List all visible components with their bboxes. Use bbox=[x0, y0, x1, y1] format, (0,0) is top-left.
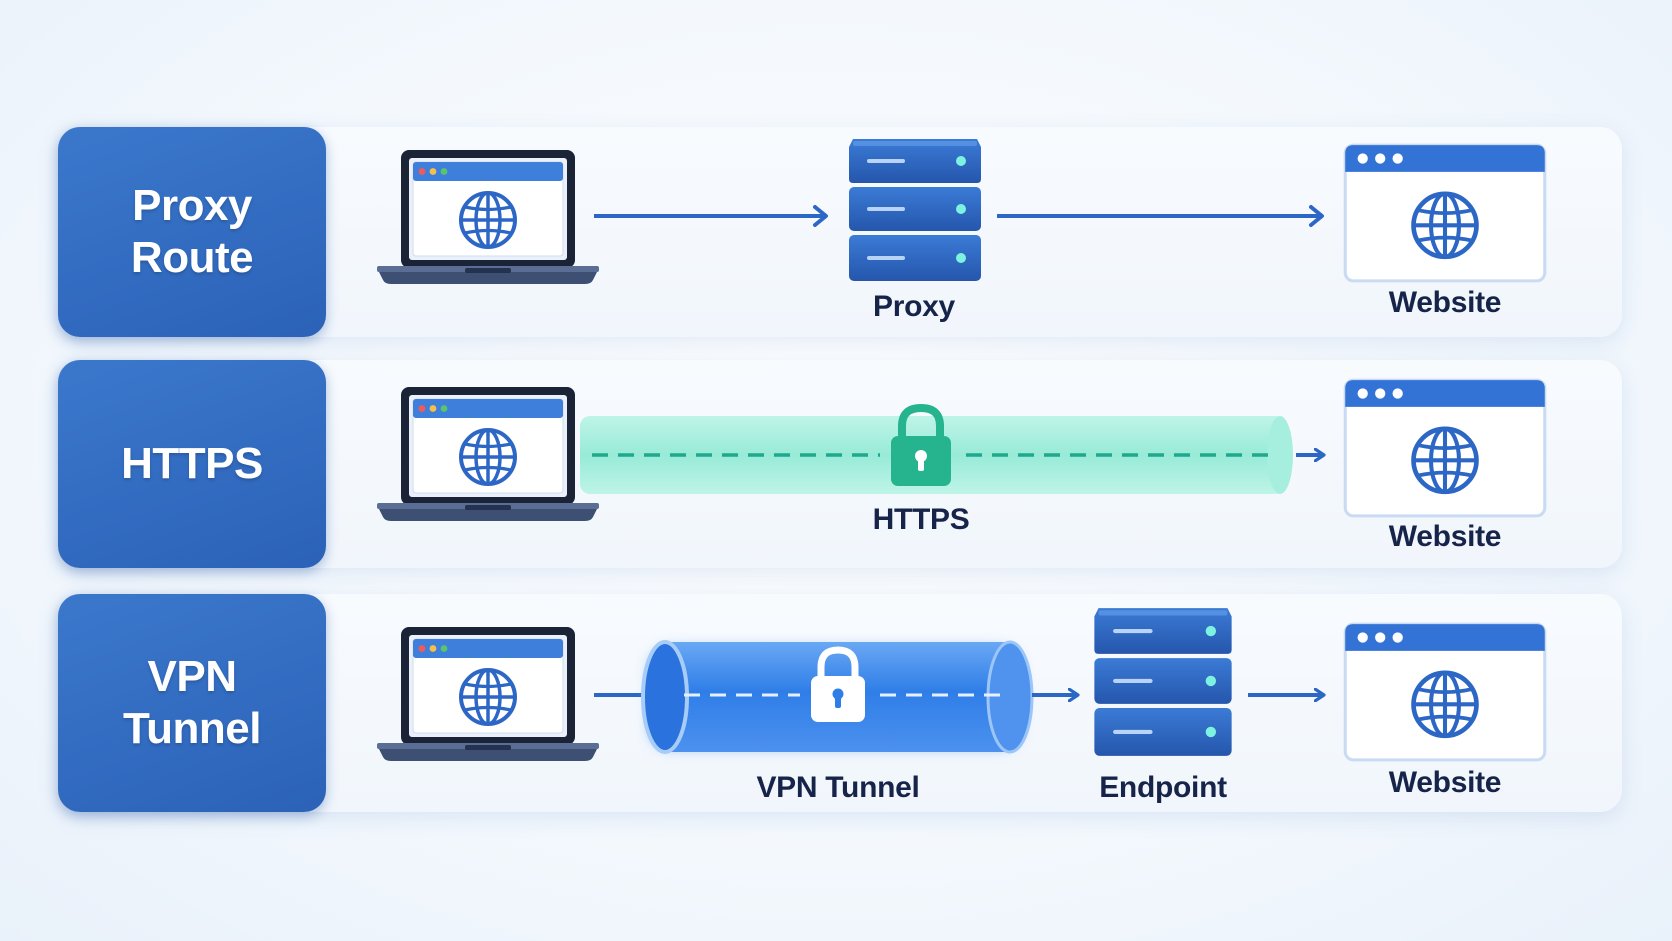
server-icon bbox=[1094, 608, 1232, 756]
https-caption: HTTPS bbox=[872, 503, 970, 536]
vpn-tunnel-label-panel: VPN Tunnel bbox=[58, 594, 326, 812]
browser-window-icon bbox=[1345, 380, 1545, 516]
https-label-panel: HTTPS bbox=[58, 360, 326, 568]
server-icon bbox=[849, 139, 981, 281]
website-caption: Website bbox=[1388, 766, 1502, 799]
proxy-route-label: Proxy Route bbox=[130, 181, 254, 282]
vpn-tunnel-end bbox=[986, 640, 1034, 754]
proxy-route-label-panel: Proxy Route bbox=[58, 127, 326, 337]
laptop-icon bbox=[377, 627, 599, 761]
proxy-caption: Proxy bbox=[873, 290, 955, 323]
endpoint-caption: Endpoint bbox=[1099, 771, 1227, 804]
vpn-tunnel-label: VPN Tunnel bbox=[123, 652, 261, 753]
vpn-tunnel-caption: VPN Tunnel bbox=[756, 771, 920, 804]
padlock-icon bbox=[811, 646, 865, 722]
laptop-icon bbox=[377, 387, 599, 521]
website-caption: Website bbox=[1388, 520, 1502, 553]
website-caption: Website bbox=[1388, 286, 1502, 319]
vpn-tunnel-mouth bbox=[641, 640, 689, 754]
padlock-icon bbox=[891, 403, 951, 486]
browser-window-icon bbox=[1345, 624, 1545, 760]
laptop-icon bbox=[377, 150, 599, 284]
browser-window-icon bbox=[1345, 145, 1545, 281]
https-tube-end bbox=[1267, 416, 1293, 494]
https-label: HTTPS bbox=[121, 439, 263, 488]
